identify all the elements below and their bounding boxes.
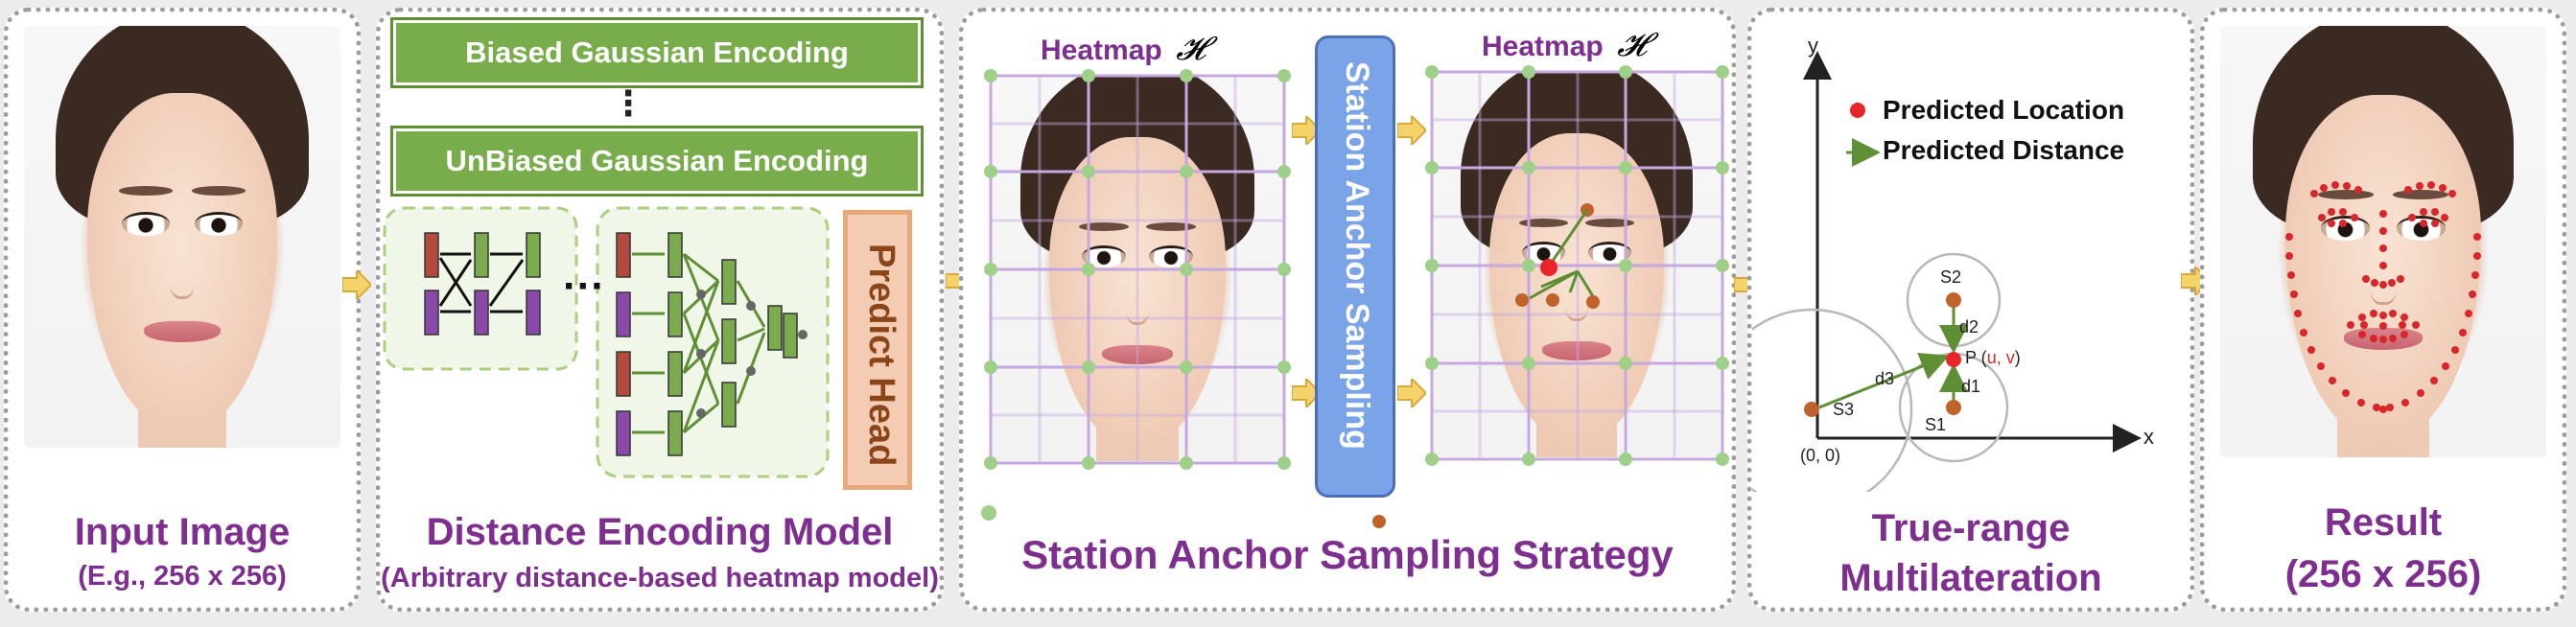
biased-gaussian-encoding-box: Biased Gaussian Encoding — [390, 17, 924, 88]
facial-landmarks-overlay — [2285, 181, 2481, 413]
distance-d2-label: d2 — [1959, 317, 1979, 337]
input-image-subtitle: (E.g., 256 x 256) — [78, 561, 287, 592]
distance-encoding-panel: Biased Gaussian Encoding ⋮ UnBiased Gaus… — [376, 8, 944, 612]
heatmap-2-title: Heatmap — [1482, 31, 1604, 62]
distance-d3-label: d3 — [1875, 369, 1895, 388]
encoding-ellipsis: ⋮ — [611, 83, 645, 123]
station-anchor-sampling-title: Station Anchor Sampling Strategy — [1021, 532, 1674, 577]
heatmap-1-title: Heatmap — [1041, 35, 1162, 66]
origin-label: (0, 0) — [1800, 446, 1841, 465]
result-panel: Result (256 x 256) — [2200, 8, 2566, 612]
heatmap-2-label: Heatmap 𝓗 — [1482, 26, 1647, 64]
brown-dot-icon — [1372, 515, 1386, 528]
input-image-panel: Input Image (E.g., 256 x 256) — [4, 8, 361, 612]
distance-d1-label: d1 — [1961, 377, 1981, 396]
unbiased-gaussian-encoding-box: UnBiased Gaussian Encoding — [390, 126, 924, 197]
heatmap-1-label: Heatmap 𝓗 — [1041, 30, 1206, 68]
distance-encoding-title: Distance Encoding Model — [426, 511, 894, 553]
station-s2-label: S2 — [1940, 267, 1962, 287]
predicted-point-suffix: ) — [2014, 348, 2021, 367]
station-anchor-sampling-panel: Heatmap 𝓗 — [959, 8, 1736, 612]
right-arrow-icon — [1397, 116, 1426, 145]
red-dot-icon — [1850, 103, 1865, 118]
heatmap-2-anchor-grid — [1425, 65, 1729, 466]
right-arrow-icon — [1292, 379, 1321, 407]
axis-y-label: y — [1808, 34, 1818, 58]
station-s3-label: S3 — [1833, 400, 1855, 419]
green-dot-icon — [981, 505, 996, 521]
predicted-point-uv: u, v — [1986, 348, 2015, 367]
multilateration-panel: y x (0, 0) Predicted Location Predicted … — [1747, 8, 2194, 612]
multilateration-diagram — [1752, 51, 2142, 492]
right-arrow-icon — [1292, 116, 1321, 145]
right-arrow-icon — [1397, 379, 1426, 407]
network-ellipsis: ··· — [563, 263, 605, 310]
legend-predicted-distance: Predicted Distance — [1883, 135, 2125, 165]
encoding-network-diagram: ··· — [383, 206, 830, 478]
legend-predicted-location: Predicted Location — [1883, 95, 2125, 125]
predicted-point-prefix: P ( — [1965, 348, 1987, 367]
multilateration-title-line2: Multilateration — [1839, 557, 2102, 599]
multilateration-title-line1: True-range — [1871, 507, 2071, 549]
heatmap-1-anchor-grid — [984, 69, 1291, 470]
predicted-point-label: P (u, v) — [1965, 348, 2021, 368]
station-s1-label: S1 — [1925, 415, 1947, 434]
predict-head-box: Predict Head — [843, 210, 912, 490]
predict-head-label: Predict Head — [861, 244, 902, 467]
input-image-title: Input Image — [74, 511, 291, 553]
heatmap-2-symbol: 𝓗 — [1617, 26, 1647, 64]
station-anchor-sampling-bar: Station Anchor Sampling — [1315, 35, 1395, 498]
input-face-image — [24, 26, 340, 448]
result-title: Result — [2324, 501, 2443, 544]
heatmap-1-symbol: 𝓗 — [1176, 30, 1206, 68]
axis-x-label: x — [2143, 425, 2154, 449]
station-anchor-sampling-label: Station Anchor Sampling — [1339, 61, 1375, 450]
distance-encoding-subtitle: (Arbitrary distance-based heatmap model) — [381, 563, 939, 593]
result-subtitle: (256 x 256) — [2284, 553, 2482, 595]
right-arrow-icon — [342, 270, 371, 299]
